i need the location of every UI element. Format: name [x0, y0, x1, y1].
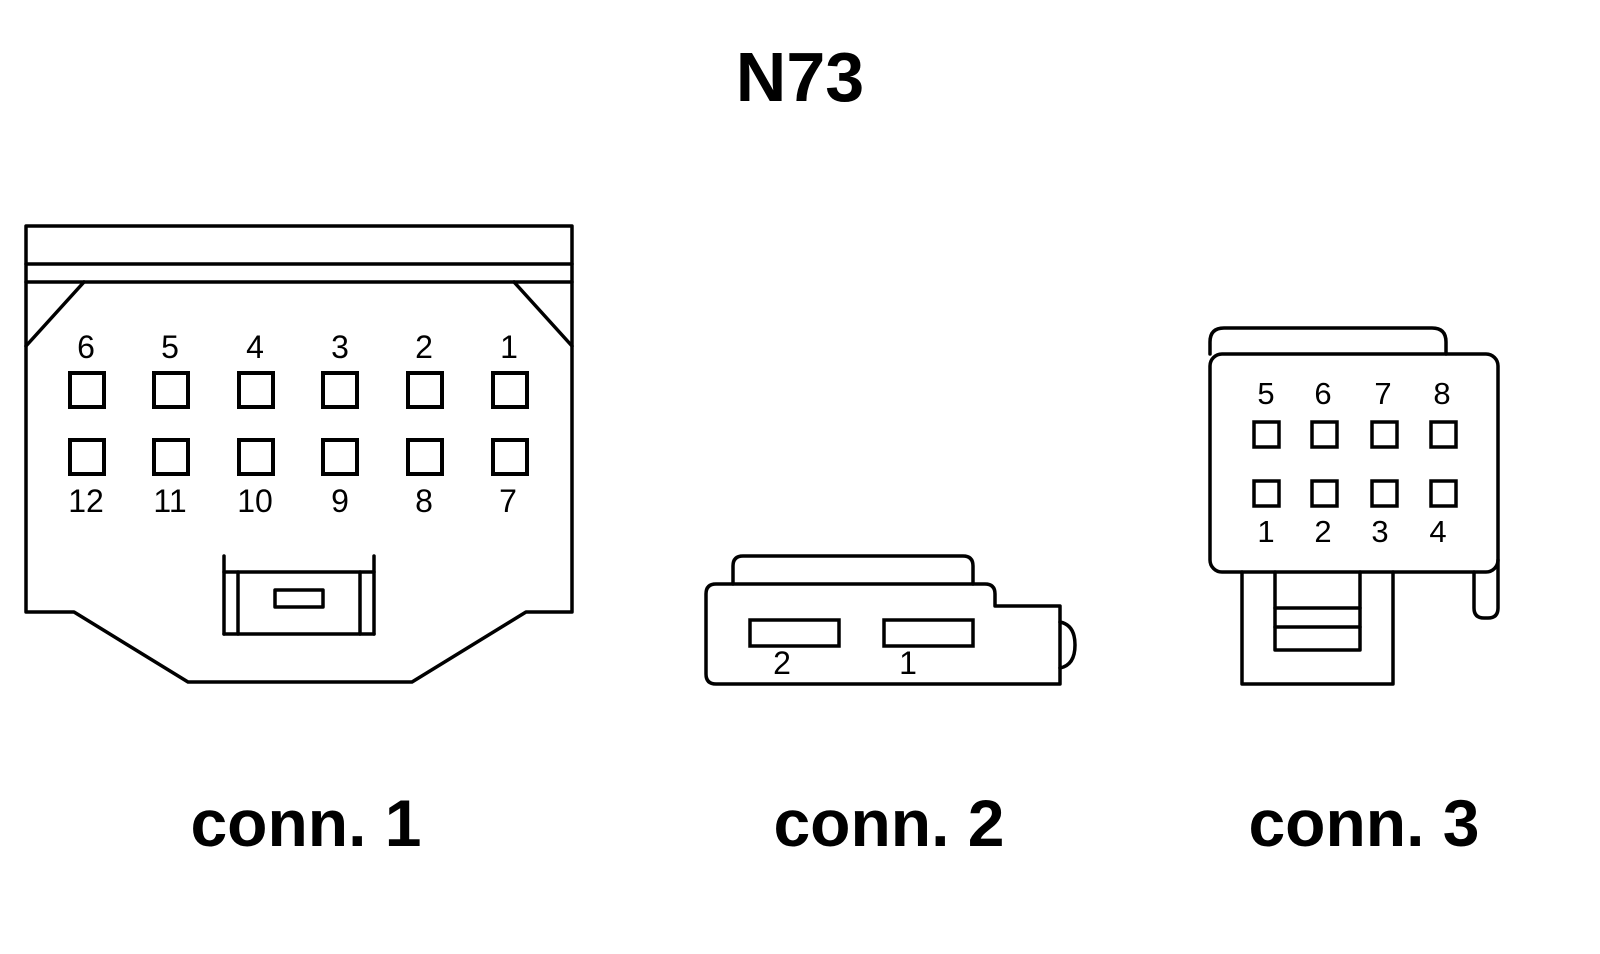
connector-1-pin: [152, 438, 190, 476]
connector-3-pin: [1370, 420, 1399, 449]
connector-3-back-shell: [1208, 326, 1448, 356]
connector-2-top-ridge: [731, 554, 975, 586]
connector-3-pin: [1370, 479, 1399, 508]
connector-2: 2 1: [704, 554, 1077, 686]
connector-2-housing: [704, 582, 1062, 686]
connector-3-pin-label: 6: [1314, 376, 1331, 411]
connector-1-pin-label: 6: [77, 329, 95, 365]
connector-2-caption: conn. 2: [773, 786, 1004, 860]
connector-1-caption: conn. 1: [190, 786, 421, 860]
connector-1-pin: [406, 438, 444, 476]
connector-2-pin-label: 1: [899, 645, 917, 681]
connector-3-pin: [1429, 479, 1458, 508]
connector-3-caption: conn. 3: [1248, 786, 1479, 860]
connector-1-pin-label: 4: [246, 329, 264, 365]
connector-1-pin-label: 5: [161, 329, 179, 365]
connector-3-pin-label: 7: [1374, 376, 1391, 411]
connector-1-pin: [321, 371, 359, 409]
connector-1-pin-label: 12: [68, 483, 104, 519]
connector-1-pin-label: 9: [331, 483, 349, 519]
connector-3-pin: [1310, 479, 1339, 508]
connector-1-pin-label: 2: [415, 329, 433, 365]
connector-2-pin: [882, 618, 975, 648]
connector-3-pin: [1252, 420, 1281, 449]
connector-3-pin-label: 8: [1433, 376, 1450, 411]
connector-3-pin: [1310, 420, 1339, 449]
connector-1-housing: [24, 224, 574, 684]
connector-3-pin-label: 3: [1371, 514, 1388, 549]
connector-1-corner-chamfer: [24, 280, 86, 348]
connector-2-side-tab: [1058, 620, 1077, 670]
connector-1-pin-label: 11: [153, 483, 186, 519]
connector-1-pin: [406, 371, 444, 409]
connector-3-housing: [1208, 352, 1500, 574]
connector-1-pin: [491, 371, 529, 409]
connector-1-pin-label: 1: [500, 329, 518, 365]
connector-1: 6 5 4 3 2 1 12 11 10 9 8 7: [24, 224, 574, 684]
connector-1-latch: [222, 554, 376, 636]
connector-1-pin-label: 7: [499, 483, 517, 519]
connector-3-pin: [1429, 420, 1458, 449]
connector-1-pin: [491, 438, 529, 476]
connector-3-pin-label: 5: [1257, 376, 1274, 411]
connector-3-pin-label: 1: [1257, 514, 1274, 549]
connector-3-side-clip: [1472, 558, 1500, 620]
connector-3-pin-label: 4: [1429, 514, 1446, 549]
diagram-title: N73: [736, 38, 864, 116]
connector-1-pin: [68, 438, 106, 476]
connector-1-pin: [152, 371, 190, 409]
connector-1-pin-label: 8: [415, 483, 433, 519]
connector-3-pin-label: 2: [1314, 514, 1331, 549]
connector-1-pin: [237, 371, 275, 409]
connector-2-pin: [748, 618, 841, 648]
connector-1-pin: [237, 438, 275, 476]
connector-1-pin: [68, 371, 106, 409]
connector-2-pin-label: 2: [773, 645, 791, 681]
connector-1-pin-label: 3: [331, 329, 349, 365]
connector-3-pin: [1252, 479, 1281, 508]
connector-3-latch: [1240, 570, 1395, 686]
connector-1-pin-label: 10: [237, 483, 273, 519]
connector-1-pin: [321, 438, 359, 476]
connector-3: 5 6 7 8 1 2 3 4: [1208, 326, 1500, 686]
connector-1-corner-chamfer: [512, 280, 574, 348]
